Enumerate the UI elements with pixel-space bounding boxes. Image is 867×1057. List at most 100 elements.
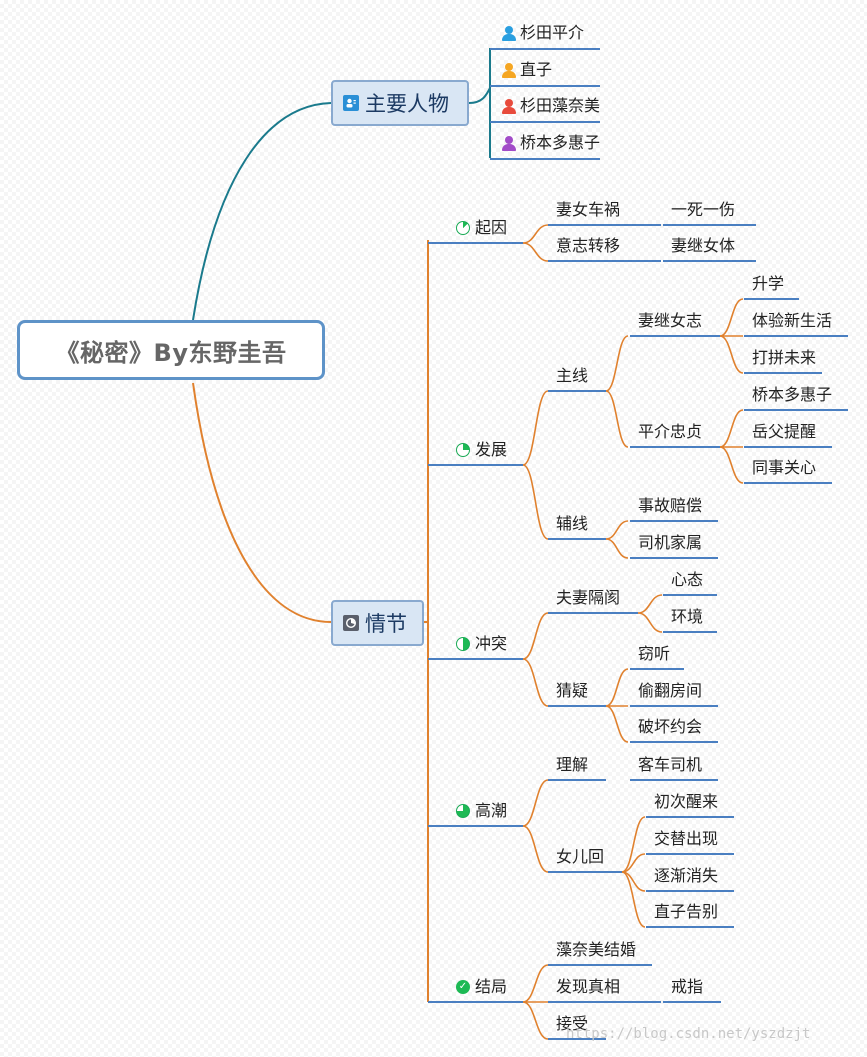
connector [522,242,549,262]
node-label: 司机家属 [638,533,703,552]
node-label: 意志转移 [556,236,621,255]
node-label: 冲突 [475,634,508,653]
contacts-icon [343,95,359,111]
person-icon [502,62,516,78]
subsection-node[interactable]: 妻女车祸 [556,200,620,220]
detail-node[interactable]: 偷翻房间 [638,681,702,701]
detail-node[interactable]: 打拼未来 [752,348,816,368]
character-node[interactable]: 杉田藻奈美 [502,96,600,116]
node-label: 岳父提醒 [752,422,817,441]
connector [605,390,629,448]
node-label: 桥本多惠子 [520,133,601,152]
node-label: 妻女车祸 [556,200,621,219]
watermark: https://blog.csdn.net/yszdzjt [566,1026,811,1042]
detail-node[interactable]: 一死一伤 [671,200,735,220]
section-node[interactable]: 发展 [456,440,507,460]
subsection-node[interactable]: 藻奈美结婚 [556,940,636,960]
character-node[interactable]: 桥本多惠子 [502,133,600,153]
node-label: 猜疑 [556,681,589,700]
subsection-node[interactable]: 辅线 [556,514,588,534]
character-node[interactable]: 直子 [502,60,552,80]
topic-node[interactable]: 妻继女志 [638,311,702,331]
connector [621,816,646,873]
detail-node[interactable]: 破坏约会 [638,717,702,737]
node-label: 戒指 [671,977,704,996]
root-topic[interactable]: 《秘密》By东野圭吾 [17,320,325,380]
connector [522,390,549,466]
node-label: 桥本多惠子 [752,385,833,404]
node-label: 妻继女志 [638,311,703,330]
connector [522,964,549,1003]
node-label: 接受 [556,1014,589,1033]
node-label: 发现真相 [556,977,621,996]
detail-node[interactable]: 环境 [671,607,703,627]
subsection-node[interactable]: 猜疑 [556,681,588,701]
section-node[interactable]: 起因 [456,218,507,238]
connector [605,335,629,392]
detail-node[interactable]: 逐渐消失 [654,866,718,886]
node-label: 一死一伤 [671,200,736,219]
detail-node[interactable]: 窃听 [638,644,670,664]
section-node[interactable]: ✓结局 [456,977,507,997]
detail-node[interactable]: 直子告别 [654,902,718,922]
connector [621,853,646,873]
subsection-node[interactable]: 接受 [556,1014,588,1034]
subsection-node[interactable]: 理解 [556,755,588,775]
character-node[interactable]: 杉田平介 [502,23,584,43]
connector [192,102,332,321]
progress-pie-icon [456,221,470,235]
main-topic-characters[interactable]: 主要人物 [331,80,469,126]
connector [637,594,663,614]
node-label: 同事关心 [752,458,817,477]
subsection-node[interactable]: 发现真相 [556,977,620,997]
detail-node[interactable]: 桥本多惠子 [752,385,832,405]
detail-node[interactable]: 妻继女体 [671,236,735,256]
connector [522,224,549,244]
main-topic-label: 主要人物 [365,92,449,116]
node-label: 直子告别 [654,902,719,921]
connector [719,446,744,484]
connector [522,825,549,873]
detail-node[interactable]: 司机家属 [638,533,702,553]
progress-pie-icon [456,804,470,818]
connector [522,658,549,707]
connector [605,520,629,540]
node-label: 高潮 [475,801,508,820]
connector [605,705,629,743]
detail-node[interactable]: 岳父提醒 [752,422,816,442]
node-label: 打拼未来 [752,348,817,367]
main-topic-plot[interactable]: 情节 [331,600,424,646]
detail-node[interactable]: 心态 [671,570,703,590]
detail-node[interactable]: 升学 [752,274,784,294]
detail-node[interactable]: 客车司机 [638,755,702,775]
connector [522,612,549,660]
detail-node[interactable]: 体验新生活 [752,311,832,331]
connector [719,298,744,337]
section-node[interactable]: 冲突 [456,634,507,654]
subsection-node[interactable]: 夫妻隔阂 [556,588,620,608]
subsection-node[interactable]: 主线 [556,366,588,386]
detail-node[interactable]: 事故赔偿 [638,496,702,516]
node-label: 理解 [556,755,589,774]
connector [468,87,491,104]
node-label: 辅线 [556,514,589,533]
subsection-node[interactable]: 意志转移 [556,236,620,256]
node-label: 结局 [475,977,508,996]
detail-node[interactable]: 同事关心 [752,458,816,478]
node-label: 事故赔偿 [638,496,703,515]
progress-pie-icon [456,637,470,651]
topic-node[interactable]: 平介忠贞 [638,422,702,442]
node-label: 初次醒来 [654,792,719,811]
subsection-node[interactable]: 女儿回 [556,847,604,867]
node-label: 偷翻房间 [638,681,703,700]
detail-node[interactable]: 初次醒来 [654,792,718,812]
connector [522,1001,549,1040]
node-label: 窃听 [638,644,671,663]
detail-node[interactable]: 戒指 [671,977,703,997]
node-label: 发展 [475,440,508,459]
connector [719,409,744,448]
node-label: 心态 [671,570,704,589]
section-node[interactable]: 高潮 [456,801,507,821]
connector [522,779,549,827]
detail-node[interactable]: 交替出现 [654,829,718,849]
